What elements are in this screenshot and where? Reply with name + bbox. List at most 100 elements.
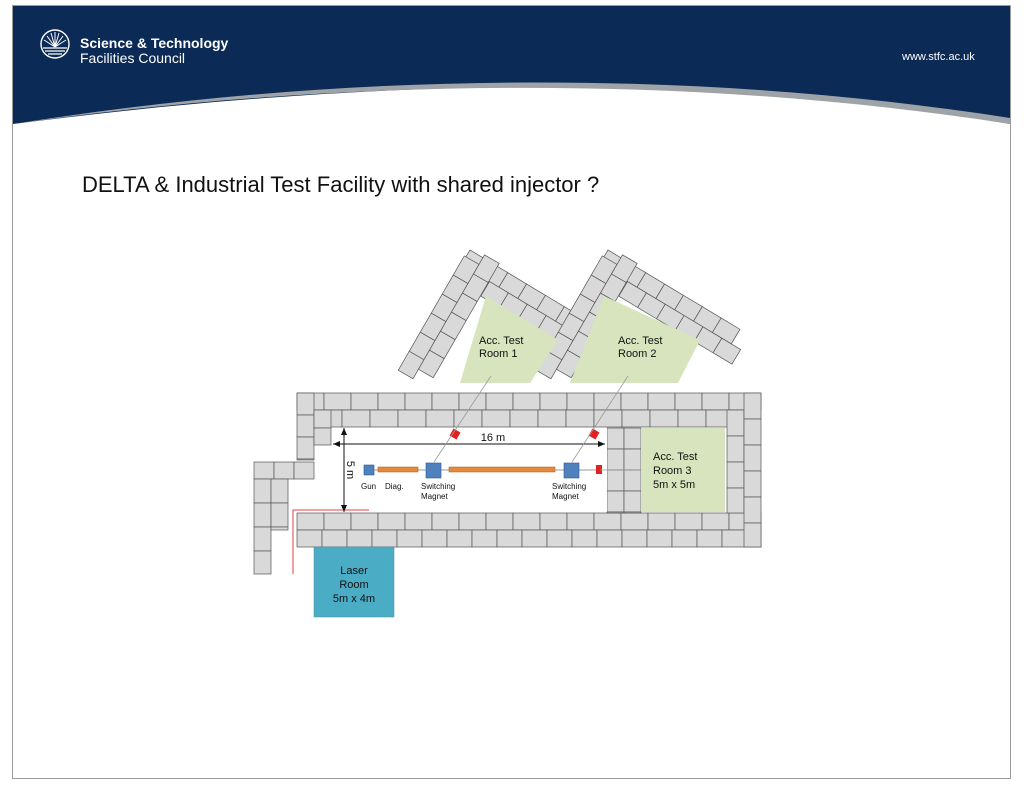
org-name-line2: Facilities Council <box>80 50 186 66</box>
shielding-block <box>350 392 379 411</box>
shielding-block <box>371 529 398 548</box>
shielding-block <box>623 427 642 450</box>
header-banner <box>13 6 1010 124</box>
branch-line-2 <box>571 375 629 463</box>
shielding-block <box>253 478 272 504</box>
width-arrow-bottom <box>341 505 347 512</box>
laser-label-line1: Laser <box>340 565 368 577</box>
room2-label-line1: Acc. Test <box>618 335 662 347</box>
room2-label-line2: Room 2 <box>618 348 657 360</box>
shielding-block <box>313 427 332 446</box>
org-name-line1: Science & Technology <box>80 35 229 51</box>
shielding-block <box>512 512 541 531</box>
shielding-block <box>270 502 289 528</box>
shielding-block <box>593 409 623 428</box>
shielding-block <box>369 409 399 428</box>
switching-magnet-2-label-line1: Switching <box>552 482 586 491</box>
organisation-logo-text: Science & Technology Facilities Council <box>80 36 228 66</box>
shielding-block <box>593 512 622 531</box>
room3-label-line2: Room 3 <box>653 465 692 477</box>
shielding-block <box>696 529 723 548</box>
shielding-block <box>623 490 642 513</box>
branch-marker-2 <box>588 428 600 440</box>
room1-label-line1: Acc. Test <box>479 335 523 347</box>
length-dimension-label: 16 m <box>481 432 505 444</box>
shielding-block <box>606 511 625 514</box>
switching-magnet-1-label-line2: Magnet <box>421 492 448 501</box>
shielding-block <box>743 392 762 420</box>
width-dimension-label: 5 m <box>344 461 356 479</box>
shielding-block <box>323 512 352 531</box>
shielding-block <box>606 427 625 450</box>
shielding-block <box>404 512 433 531</box>
shielding-block <box>611 254 638 283</box>
gun-label: Gun <box>361 482 376 491</box>
shielding-blocks <box>253 249 762 575</box>
shielding-block <box>539 512 568 531</box>
shielding-block <box>431 512 460 531</box>
shielding-block <box>606 490 625 513</box>
shielding-block <box>726 409 745 437</box>
shielding-block <box>253 502 272 528</box>
shielding-block <box>296 529 323 548</box>
shielding-block <box>253 550 272 575</box>
shielding-block <box>743 496 762 524</box>
shielding-block <box>377 512 406 531</box>
shielding-block <box>458 392 487 411</box>
shielding-block <box>674 392 703 411</box>
shielding-block <box>743 470 762 498</box>
shielding-block <box>539 392 568 411</box>
room3-label-line3: 5m x 5m <box>653 479 695 491</box>
shielding-block <box>296 392 315 416</box>
shielding-block <box>674 512 703 531</box>
shielding-block <box>421 529 448 548</box>
shielding-block <box>726 461 745 489</box>
laser-label-line3: 5m x 4m <box>333 593 375 605</box>
length-arrow-right <box>598 441 605 447</box>
shielding-block <box>743 418 762 446</box>
shielding-block <box>313 409 332 429</box>
shielding-block <box>521 529 548 548</box>
shielding-block <box>446 529 473 548</box>
shielding-block <box>566 512 595 531</box>
shielding-block <box>726 435 745 463</box>
shielding-block <box>458 512 487 531</box>
shielding-block <box>377 392 406 411</box>
shielding-block <box>743 444 762 472</box>
shielding-block <box>623 448 642 471</box>
shielding-block <box>323 392 352 411</box>
laser-label-line2: Room <box>339 579 368 591</box>
shielding-block <box>647 512 676 531</box>
room1-label-line2: Room 1 <box>479 348 518 360</box>
shielding-block <box>496 529 523 548</box>
shielding-block <box>606 448 625 471</box>
shielding-block <box>481 409 511 428</box>
shielding-block <box>726 487 745 514</box>
acc-test-room-1-area <box>460 296 558 383</box>
branch-line-1 <box>433 375 492 463</box>
diagnostics-section <box>377 466 419 473</box>
shielding-block <box>341 409 371 428</box>
shielding-block <box>485 392 514 411</box>
slide-frame <box>12 5 1011 779</box>
shielding-block <box>566 392 595 411</box>
switching-magnet-1 <box>425 462 442 479</box>
shielding-block <box>546 529 573 548</box>
switching-magnet-1-label-line1: Switching <box>421 482 455 491</box>
branch-marker-1 <box>449 428 461 440</box>
shielding-block <box>425 409 455 428</box>
switching-magnet-2 <box>563 462 580 479</box>
stfc-logo-icon <box>40 29 70 59</box>
shielding-block <box>623 511 642 514</box>
shielding-block <box>296 436 315 460</box>
website-url[interactable]: www.stfc.ac.uk <box>902 51 975 63</box>
shielding-block <box>565 409 595 428</box>
shielding-block <box>647 392 676 411</box>
acc-test-room-3-area <box>641 428 725 512</box>
width-arrow-top <box>341 428 347 435</box>
shielding-block <box>431 392 460 411</box>
shielding-block <box>296 512 325 531</box>
shielding-block <box>404 392 433 411</box>
